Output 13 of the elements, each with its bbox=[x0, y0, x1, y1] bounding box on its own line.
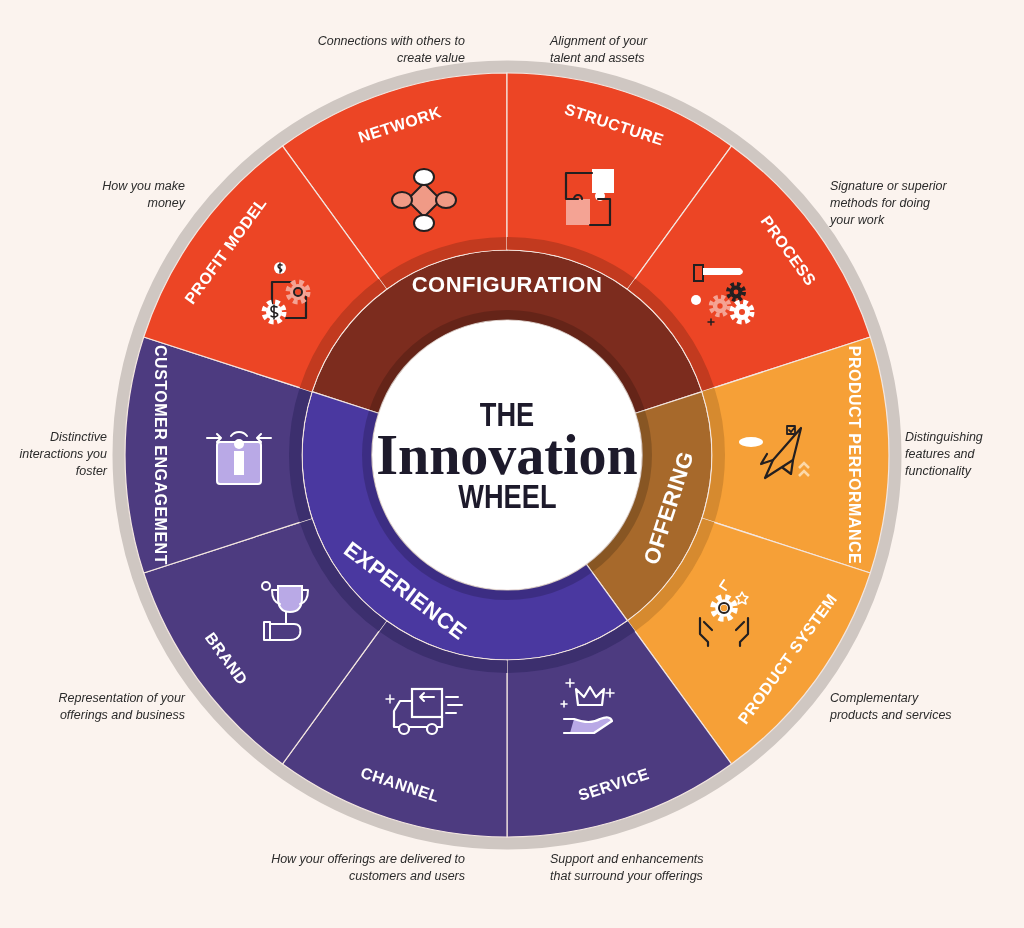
description: Signature or superior methods for doing your work bbox=[830, 178, 948, 229]
segment-title: PRODUCT PERFORMANCE bbox=[846, 345, 862, 565]
category-title: CONFIGURATION bbox=[411, 274, 603, 296]
description: Connections with others to create value bbox=[316, 33, 465, 67]
description: Support and enhancements that surround your offerings bbox=[550, 851, 705, 885]
segment-title: CUSTOMER ENGAGEMENT bbox=[152, 345, 168, 565]
description: How you make money bbox=[101, 178, 185, 212]
description: Representation of your offerings and business bbox=[57, 690, 185, 724]
description: Complementary products and services bbox=[830, 690, 953, 724]
description: Distinctive interactions you foster bbox=[18, 429, 107, 480]
description: How your offerings are delivered to customers and users bbox=[270, 851, 465, 885]
description: Distinguishing features and functionality bbox=[905, 429, 984, 480]
description: Alignment of your talent and assets bbox=[550, 33, 649, 67]
